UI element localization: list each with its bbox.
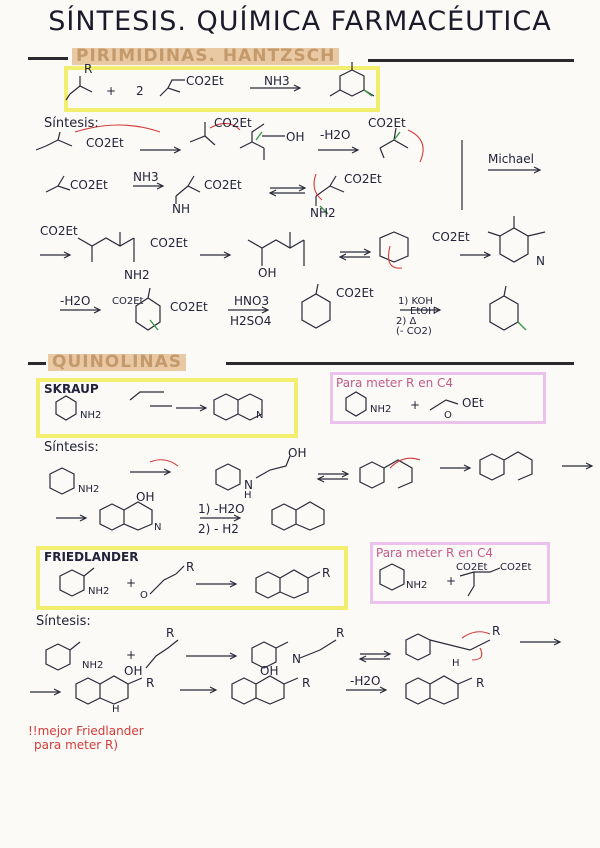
- label-plus: +: [126, 576, 137, 590]
- label-r: R: [166, 626, 175, 640]
- label-r: R: [476, 676, 485, 690]
- label-nh2: NH2: [80, 410, 102, 421]
- label-r: R: [322, 566, 331, 580]
- label-ester: CO2Et: [432, 230, 470, 244]
- label-ammonia: NH3: [264, 74, 290, 88]
- label-step2: 2) - H2: [198, 522, 239, 536]
- label-water-loss: -H2O: [320, 128, 351, 142]
- label-n: N: [536, 254, 545, 268]
- c4-note-text: Para meter R en C4: [336, 376, 454, 390]
- label-h: H: [452, 658, 460, 669]
- label-h2so4: H2SO4: [230, 314, 272, 328]
- label-o: O: [140, 590, 148, 601]
- label-r: R: [336, 626, 345, 640]
- label-oh: OH: [260, 664, 279, 678]
- skraup-box: [36, 378, 298, 438]
- label-ester: CO2Et: [70, 178, 108, 192]
- label-koh: 1) KOH: [398, 296, 433, 307]
- label-nh2: NH2: [310, 206, 336, 220]
- label-nh2: NH2: [78, 484, 100, 495]
- label-ester: CO2Et: [204, 178, 242, 192]
- label-plus: +: [126, 648, 137, 662]
- label-ester: CO2Et: [456, 562, 488, 573]
- label-oh: OH: [288, 446, 307, 460]
- label-o: O: [444, 410, 452, 421]
- label-heat: 2) Δ: [396, 316, 417, 327]
- label-n: N: [292, 652, 301, 666]
- label-nh: NH: [172, 202, 190, 216]
- label-n: N: [154, 522, 162, 533]
- c4-note-box: [370, 542, 550, 604]
- label-oet: OEt: [462, 396, 484, 410]
- label-step1: 1) -H2O: [198, 502, 245, 516]
- label-ester: CO2Et: [112, 296, 144, 307]
- friedlander-label: FRIEDLANDER: [44, 550, 139, 564]
- page-title: SÍNTESIS. QUÍMICA FARMACÉUTICA: [48, 6, 552, 37]
- synthesis-label: Síntesis:: [44, 440, 99, 455]
- label-ester: CO2Et: [170, 300, 208, 314]
- label-ester: CO2Et: [368, 116, 406, 130]
- label-water-loss: -H2O: [350, 674, 381, 688]
- label-nh2: NH2: [82, 660, 104, 671]
- label-r: R: [84, 62, 93, 76]
- label-oh: OH: [136, 490, 155, 504]
- section-title-pirimidinas: PIRIMIDINAS. HANTZSCH: [72, 48, 340, 65]
- label-coef: 2: [136, 84, 144, 98]
- label-ester: CO2Et: [150, 236, 188, 250]
- section-rule: [28, 57, 68, 60]
- label-plus: +: [410, 398, 421, 412]
- label-r: R: [146, 676, 155, 690]
- label-n: N: [256, 410, 264, 421]
- label-r: R: [186, 560, 195, 574]
- section-rule: [28, 362, 46, 365]
- label-water-loss: -H2O: [60, 294, 91, 308]
- skraup-label: SKRAUP: [44, 382, 99, 396]
- label-hno3: HNO3: [234, 294, 270, 308]
- label-oh: OH: [124, 664, 143, 678]
- synthesis-label: Síntesis:: [36, 614, 91, 629]
- synthesis-label: Síntesis:: [44, 116, 99, 131]
- label-oh: OH: [286, 130, 305, 144]
- label-co2-loss: (- CO2): [396, 326, 432, 337]
- friedlander-note-line2: para meter R): [34, 738, 118, 752]
- label-ester: CO2Et: [214, 116, 252, 130]
- label-etoh: EtOH: [410, 306, 436, 317]
- label-ester: CO2Et: [500, 562, 532, 573]
- section-rule: [368, 59, 574, 62]
- label-ester: CO2Et: [336, 286, 374, 300]
- michael-label: Michael: [488, 152, 534, 166]
- label-h: H: [112, 704, 120, 715]
- label-plus: +: [106, 84, 117, 98]
- c4-note-box: [330, 372, 546, 424]
- label-ester: CO2Et: [344, 172, 382, 186]
- section-rule: [226, 362, 574, 365]
- section-title-quinolinas: QUINOLINAS: [48, 354, 187, 371]
- friedlander-note-line1: !!mejor Friedlander: [28, 724, 144, 738]
- label-ester: CO2Et: [40, 224, 78, 238]
- label-nh2: NH2: [124, 268, 150, 282]
- label-nh2: NH2: [406, 580, 428, 591]
- label-oh: OH: [258, 266, 277, 280]
- label-nh2: NH2: [88, 586, 110, 597]
- friedlander-box: [36, 546, 348, 610]
- c4-note-text: Para meter R en C4: [376, 546, 494, 560]
- label-r: R: [492, 624, 501, 638]
- label-ester: CO2Et: [186, 74, 224, 88]
- label-ammonia: NH3: [133, 170, 159, 184]
- label-n: N: [244, 478, 253, 492]
- hantzsch-summary-box: [64, 66, 380, 112]
- label-ester: CO2Et: [86, 136, 124, 150]
- label-h: H: [244, 490, 252, 501]
- label-plus: +: [446, 574, 457, 588]
- label-r: R: [302, 676, 311, 690]
- label-nh2: NH2: [370, 404, 392, 415]
